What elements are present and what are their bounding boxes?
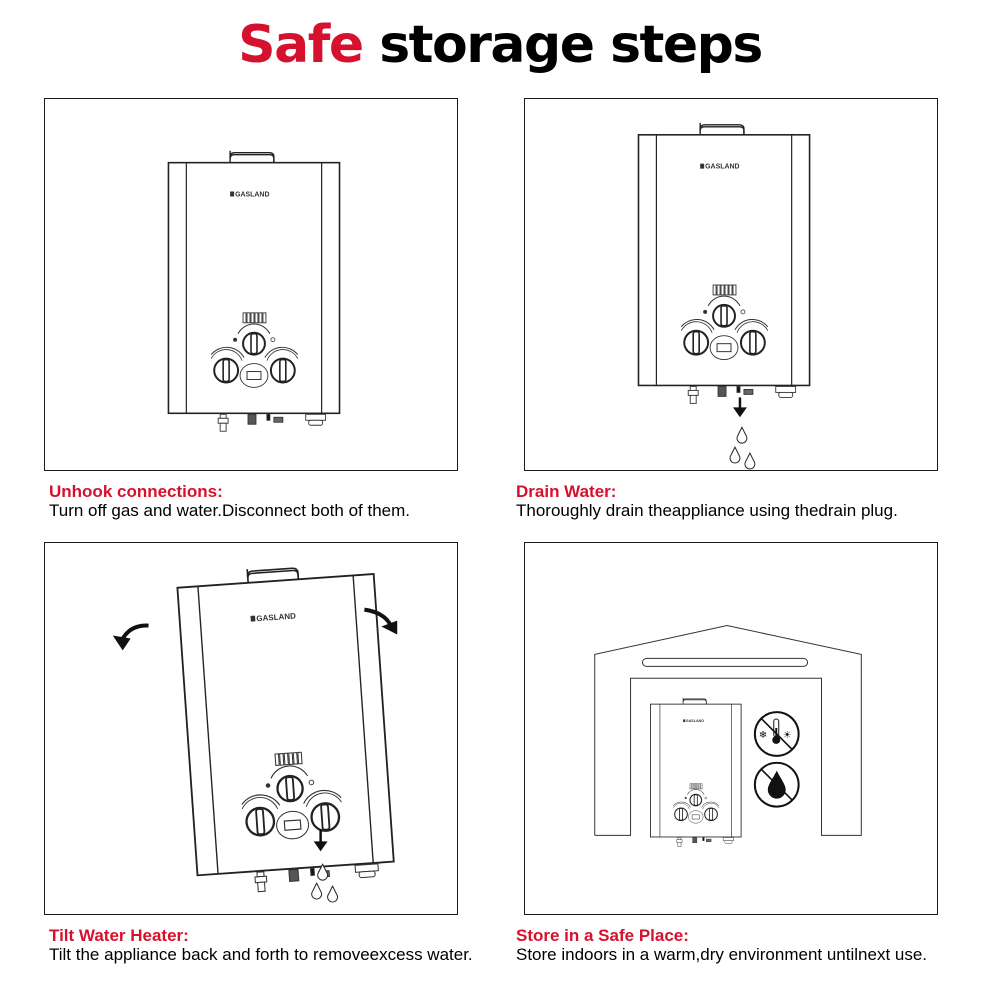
water-heater-draining-illustration — [637, 121, 811, 470]
svg-text:❄: ❄ — [759, 730, 767, 741]
title-rest: storage steps — [362, 15, 763, 75]
step-3-heading: Tilt Water Heater: — [49, 926, 189, 945]
step-1-body: Turn off gas and water.Disconnect both o… — [49, 501, 410, 520]
tilt-left-arrow-icon — [112, 623, 149, 651]
step-4-body: Store indoors in a warm,dry environment … — [516, 945, 928, 964]
step-2-illustration-panel — [524, 98, 938, 471]
step-2-heading: Drain Water: — [516, 482, 617, 501]
page-title: Safe storage steps — [0, 8, 1000, 82]
water-heater-front-illustration — [167, 149, 341, 433]
step-1-heading: Unhook connections: — [49, 482, 223, 501]
no-moisture-icon — [753, 761, 800, 808]
shed-outline — [594, 625, 862, 836]
step-2-caption: Drain Water: Thoroughly drain theapplian… — [516, 482, 966, 520]
no-extreme-temperature-icon: ❄ ☀ — [753, 711, 800, 757]
step-1-caption: Unhook connections: Turn off gas and wat… — [49, 482, 499, 520]
water-drops-icon — [729, 426, 756, 470]
step-4-caption: Store in a Safe Place: Store indoors in … — [516, 926, 966, 964]
step-3-illustration-panel — [44, 542, 458, 915]
step-1-illustration-panel — [44, 98, 458, 471]
step-4-illustration-panel: ❄ ☀ — [524, 542, 938, 915]
water-heater-in-shed-illustration: ❄ ☀ — [594, 625, 862, 847]
water-drops-icon — [311, 863, 339, 903]
step-4-heading: Store in a Safe Place: — [516, 926, 689, 945]
drain-arrow-icon — [313, 829, 328, 852]
drain-arrow-icon — [732, 397, 747, 418]
title-accent: Safe — [238, 15, 364, 75]
svg-text:☀: ☀ — [783, 730, 792, 741]
water-heater-tilted-illustration — [112, 559, 398, 903]
step-2-body: Thoroughly drain theappliance using thed… — [516, 501, 898, 520]
tilt-right-arrow-icon — [364, 607, 398, 635]
step-3-body: Tilt the appliance back and forth to rem… — [49, 945, 473, 964]
step-3-caption: Tilt Water Heater: Tilt the appliance ba… — [49, 926, 499, 964]
